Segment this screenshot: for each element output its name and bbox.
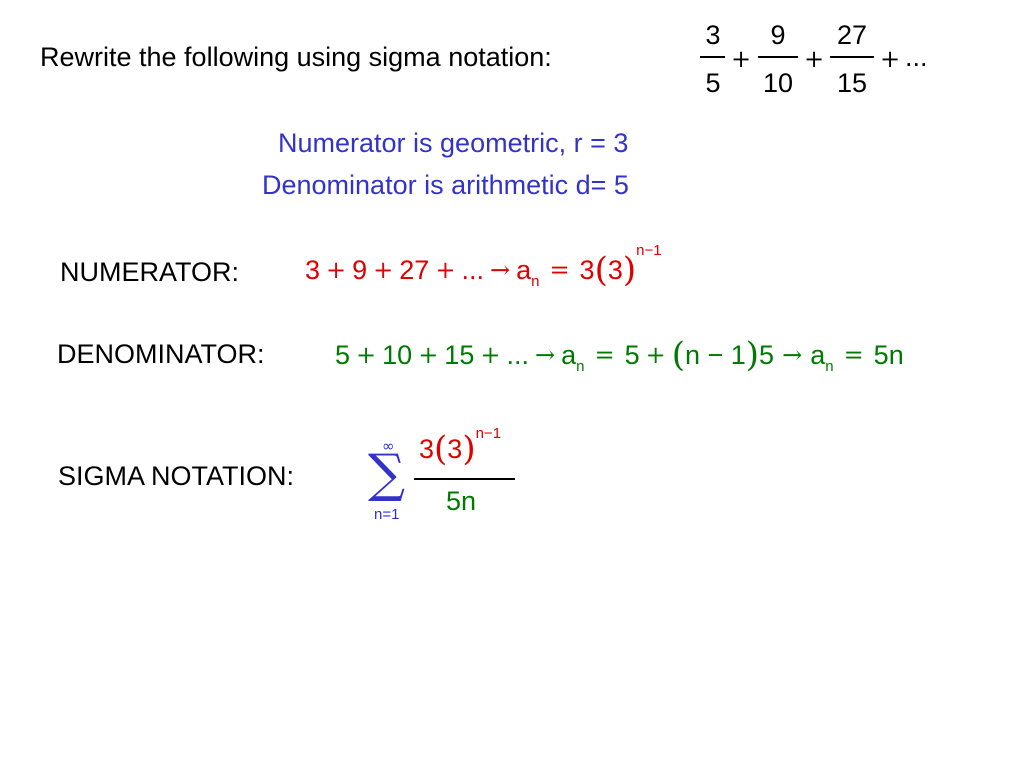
numerator-lparen: ( (594, 250, 608, 290)
sigma-fraction-bar (414, 478, 515, 480)
sigma-upper-limit: ∞ (382, 437, 395, 455)
denominator-plus-3: + (480, 341, 501, 369)
numerator-term-3: 27 (399, 254, 430, 285)
denominator-lparen: ( (671, 335, 685, 375)
denominator-first-term: 5 (624, 339, 640, 370)
numerator-a: a (516, 254, 532, 285)
sigma-numerator-base: 3 (447, 433, 463, 464)
denominator-subscript-n-1: n (576, 358, 585, 375)
numerator-coef: 3 (579, 254, 595, 285)
denominator-label: DENOMINATOR: (57, 339, 265, 369)
note-denominator-arithmetic: Denominator is arithmetic d= 5 (262, 170, 629, 200)
plus-2: + (804, 45, 825, 73)
fraction-1-numerator: 3 (705, 20, 721, 50)
sigma-label: SIGMA NOTATION: (58, 461, 295, 491)
denominator-plus-1: + (356, 341, 377, 369)
denominator-a-2: a (810, 339, 826, 370)
numerator-rparen: ) (622, 250, 637, 290)
plus-1: + (731, 45, 752, 73)
denominator-term-2: 10 (382, 339, 413, 370)
numerator-base: 3 (607, 254, 623, 285)
denominator-result: 5n (873, 339, 904, 370)
sigma-numerator-rparen: ) (462, 429, 476, 469)
numerator-exponent: n−1 (636, 242, 662, 259)
denominator-subscript-n-2: n (825, 358, 834, 375)
prompt-text: Rewrite the following using sigma notati… (40, 42, 552, 72)
plus-3: + (880, 45, 901, 73)
denominator-a-1: a (561, 339, 577, 370)
sigma-numerator: 3 ( 3 ) n−1 (419, 425, 502, 471)
fraction-2-numerator: 9 (770, 20, 786, 50)
numerator-equals: = (549, 256, 570, 284)
numerator-plus-1: + (326, 256, 347, 284)
sigma-numerator-coef: 3 (419, 433, 435, 464)
denominator-term-1: 5 (335, 339, 351, 370)
numerator-expression: 3 + 9 + 27 + ... → a n = 3 ( 3 ) n−1 (305, 242, 662, 292)
fraction-2-denominator: 10 (762, 68, 794, 98)
fraction-3-denominator: 15 (836, 68, 868, 98)
fraction-1-denominator: 5 (705, 68, 721, 98)
numerator-term-2: 9 (352, 254, 368, 285)
fraction-1-bar (700, 56, 725, 58)
denominator-plus-2: + (418, 341, 439, 369)
denominator-plus-4: + (645, 341, 666, 369)
denominator-rparen: ) (745, 335, 760, 375)
numerator-ellipsis: ... (461, 254, 484, 285)
sigma-numerator-lparen: ( (434, 429, 448, 469)
note-numerator-geometric: Numerator is geometric, r = 3 (278, 128, 629, 158)
fraction-3-bar (830, 56, 874, 58)
numerator-plus-3: + (435, 256, 456, 284)
fraction-2-bar (758, 56, 798, 58)
sigma-lower-limit: n=1 (374, 506, 400, 523)
denominator-arrow-2: → (782, 341, 803, 369)
denominator-n-minus-1: n − 1 (684, 339, 746, 370)
sigma-denominator: 5n (446, 486, 477, 516)
numerator-label: NUMERATOR: (60, 257, 240, 287)
denominator-expression: 5 + 10 + 15 + ... → a n = 5 + ( n − 1 ) … (335, 333, 904, 377)
denominator-equals-2: = (843, 341, 864, 369)
fraction-3-numerator: 27 (836, 20, 868, 50)
denominator-common-difference: 5 (759, 339, 775, 370)
sigma-symbol: ∑ (368, 444, 406, 504)
denominator-term-3: 15 (444, 339, 475, 370)
numerator-arrow: → (489, 256, 511, 284)
numerator-plus-2: + (373, 256, 394, 284)
denominator-equals-1: = (594, 341, 615, 369)
numerator-subscript-n: n (531, 273, 540, 290)
series-ellipsis: ... (905, 42, 928, 72)
denominator-ellipsis: ... (506, 339, 529, 370)
sigma-numerator-exponent: n−1 (475, 425, 502, 442)
numerator-term-1: 3 (305, 254, 321, 285)
denominator-arrow-1: → (534, 341, 556, 369)
